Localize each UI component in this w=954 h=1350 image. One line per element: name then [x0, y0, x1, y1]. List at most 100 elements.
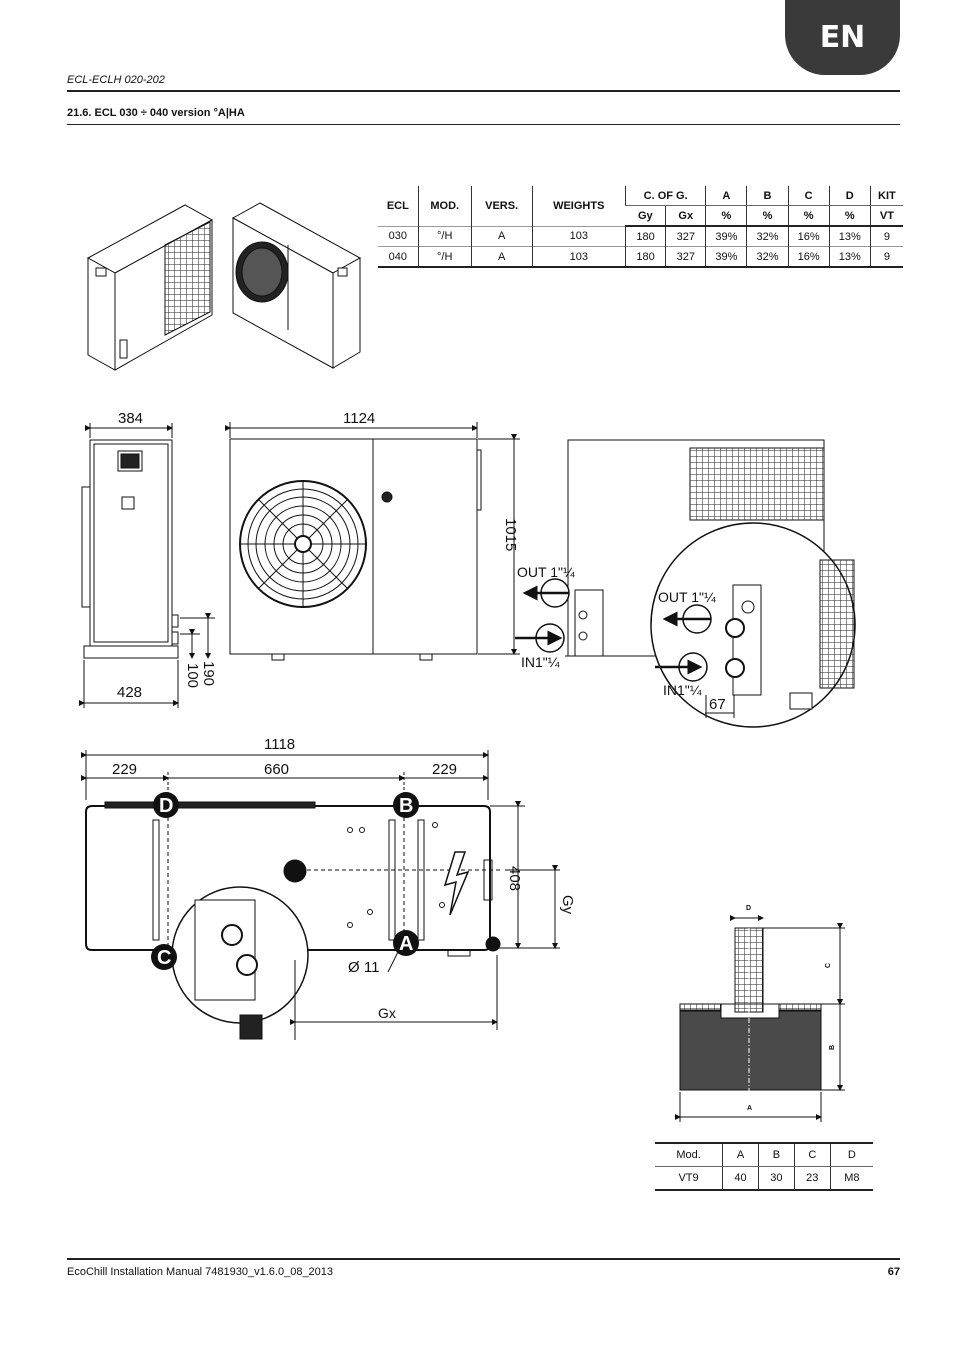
connection-arrows	[515, 578, 712, 682]
dim-229-left: 229	[112, 761, 137, 778]
th-pct-a: %	[705, 205, 747, 227]
antivibration-foot	[675, 915, 845, 1122]
dim-190: 190	[200, 661, 217, 686]
dim-gy: Gy	[559, 895, 576, 915]
cell: 030	[378, 225, 419, 247]
cell: 39%	[705, 225, 747, 247]
cell: 40	[722, 1166, 759, 1191]
support-c-label: C	[157, 947, 171, 969]
th-c: C	[793, 1142, 831, 1167]
cell: 30	[757, 1166, 795, 1191]
footer-manual: EcoChill Installation Manual 7481930_v1.…	[67, 1266, 334, 1278]
cell: 180	[624, 225, 666, 247]
top-view	[85, 801, 501, 957]
cell: A	[470, 225, 533, 247]
support-a-label: A	[399, 933, 413, 955]
out-label-main: OUT 1"¼	[517, 564, 575, 580]
front-view	[229, 438, 482, 661]
cell: 13%	[828, 225, 871, 247]
iso-unit-right	[231, 202, 362, 369]
cell: 040	[378, 246, 419, 268]
cell: 23	[793, 1166, 831, 1191]
th-a: A	[705, 186, 747, 206]
foot-label-b: B	[829, 1045, 836, 1050]
header-rule	[67, 90, 900, 92]
cell: A	[470, 246, 533, 268]
foot-label-d: D	[746, 905, 751, 912]
cell: 32%	[746, 225, 789, 247]
support-b: B	[393, 792, 419, 818]
support-d: D	[153, 792, 179, 818]
dim-660: 660	[264, 761, 289, 778]
cell: 180	[624, 246, 666, 268]
in-label-main: IN1"¼	[521, 654, 560, 670]
iso-unit-left	[86, 204, 214, 371]
cell: 103	[531, 225, 626, 247]
th-d: D	[829, 1142, 873, 1167]
dim-1118: 1118	[264, 736, 295, 753]
top-dimensions	[81, 750, 560, 1040]
section-rule	[67, 124, 900, 125]
th-b: B	[746, 186, 789, 206]
table-row: 040 °/H A 103 180 327 39% 32% 16% 13% 9	[378, 246, 903, 268]
dim-428: 428	[117, 684, 142, 701]
cell: VT9	[655, 1166, 723, 1191]
detail-circle-foot	[171, 886, 309, 1040]
cell: °/H	[417, 225, 472, 247]
cell: 13%	[828, 246, 871, 268]
dim-gx: Gx	[378, 1005, 396, 1021]
dim-1015: 1015	[502, 518, 519, 551]
cell: M8	[829, 1166, 873, 1191]
th-mod: MOD.	[417, 186, 472, 226]
th-cog: C. OF G.	[624, 186, 706, 206]
th-pct-d: %	[828, 205, 871, 227]
cell: 103	[531, 246, 626, 268]
language-tab[interactable]: EN	[785, 0, 900, 75]
th-vers: VERS.	[470, 186, 533, 226]
cell: 9	[869, 246, 903, 268]
cell: 32%	[746, 246, 789, 268]
side-view	[81, 439, 179, 659]
footer-rule	[67, 1258, 900, 1260]
dim-67: 67	[709, 696, 726, 713]
dim-hole: Ø 11	[348, 959, 379, 976]
support-a: A	[393, 930, 419, 956]
cell: 39%	[705, 246, 747, 268]
cell: 16%	[787, 246, 830, 268]
section-title: 21.6. ECL 030 ÷ 040 version °A|HA	[67, 107, 245, 119]
th-b: B	[757, 1142, 795, 1167]
th-d: D	[828, 186, 871, 206]
th-c: C	[787, 186, 830, 206]
cell: °/H	[417, 246, 472, 268]
th-pct-c: %	[787, 205, 830, 227]
dim-384: 384	[118, 410, 143, 427]
page-number: 67	[887, 1266, 900, 1278]
table-row: 030 °/H A 103 180 327 39% 32% 16% 13% 9	[378, 225, 903, 247]
support-c: C	[151, 944, 177, 970]
dim-408: 408	[506, 866, 523, 891]
foot-label-a: A	[747, 1105, 752, 1112]
foot-label-c: C	[825, 963, 832, 968]
th-gx: Gx	[665, 205, 706, 227]
cell: 16%	[787, 225, 830, 247]
th-weights: WEIGHTS	[531, 186, 626, 226]
cell: 9	[869, 225, 903, 247]
out-label-detail: OUT 1"¼	[658, 589, 716, 605]
th-a: A	[722, 1142, 759, 1167]
th-ecl: ECL	[386, 199, 409, 212]
dim-229-right: 229	[432, 761, 457, 778]
th-mod: Mod.	[655, 1142, 723, 1167]
dim-1124: 1124	[343, 410, 375, 427]
foot-table: Mod. A B C D VT9 40 30 23 M8	[655, 1142, 873, 1191]
detail-circle	[650, 522, 856, 728]
dim-100: 100	[184, 663, 201, 688]
weights-table: ECL MOD. VERS. WEIGHTS C. OF G. A B C D …	[378, 186, 903, 268]
th-kit: KIT	[869, 186, 903, 206]
th-vt: VT	[869, 205, 903, 227]
in-label-detail: IN1"¼	[663, 682, 702, 698]
document-id: ECL-ECLH 020-202	[67, 74, 165, 86]
support-d-label: D	[159, 795, 173, 817]
cell: 327	[665, 225, 706, 247]
support-b-label: B	[399, 795, 413, 817]
